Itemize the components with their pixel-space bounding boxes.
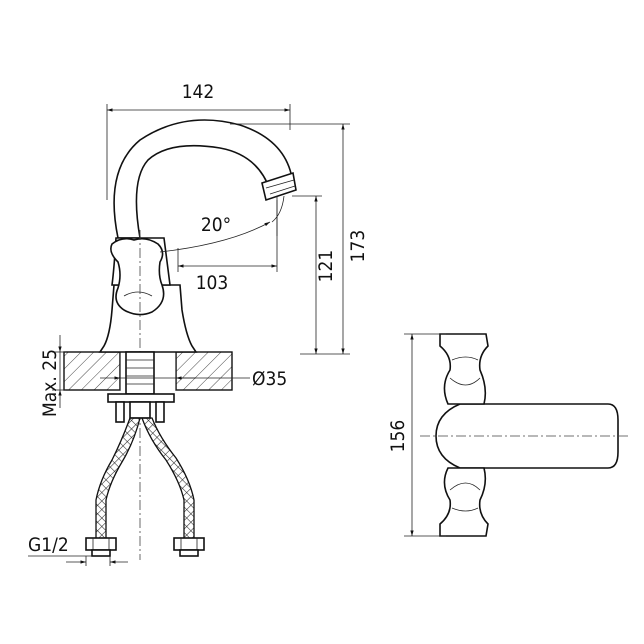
hole-diameter-label: Ø35 — [252, 368, 287, 390]
dimension-hole-diameter: Ø35 — [100, 368, 287, 390]
dimension-total-height: 173 — [230, 123, 369, 355]
spout-reach-label: 142 — [182, 81, 215, 103]
max-mount-label: Max. 25 — [39, 349, 61, 417]
dimension-max-mount: Max. 25 — [39, 335, 66, 417]
dimension-outlet-height: 121 — [292, 195, 337, 354]
lever-handle-bottom — [439, 467, 489, 537]
connection-thread-label: G1/2 — [28, 534, 69, 556]
dimension-connection-thread: G1/2 — [28, 534, 128, 566]
total-height-label: 173 — [347, 230, 369, 263]
handle-to-outlet-label: 103 — [196, 272, 229, 294]
aerator — [261, 171, 297, 202]
lever-handle-top — [439, 333, 489, 405]
top-width-label: 156 — [387, 420, 409, 453]
dimension-swivel-angle: 20° — [159, 195, 285, 253]
flex-hose-left — [85, 417, 141, 557]
dimension-spout-reach: 142 — [106, 81, 291, 200]
mounting-shank — [107, 351, 175, 423]
outlet-height-label: 121 — [315, 250, 337, 283]
dimension-top-width: 156 — [387, 333, 446, 537]
flex-hose-right — [141, 417, 205, 557]
swivel-angle-label: 20° — [201, 214, 231, 236]
top-view: 156 — [387, 333, 628, 537]
side-view: 142 173 121 103 20° — [28, 81, 369, 566]
spout-top — [435, 403, 619, 469]
